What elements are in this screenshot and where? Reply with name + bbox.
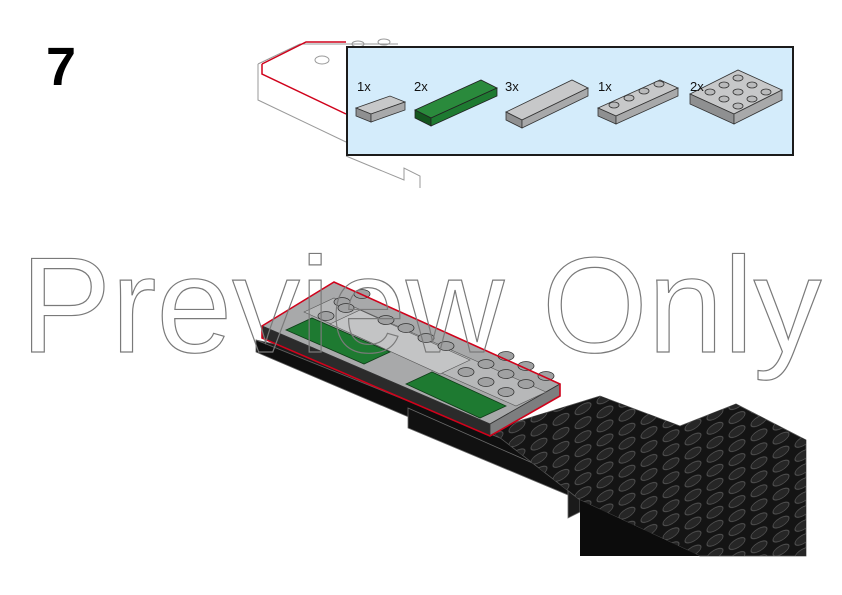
watermark-text: Preview Only: [20, 229, 821, 381]
new-parts-section: [261, 281, 561, 437]
part-quantity: 1x: [357, 79, 371, 94]
part-quantity: 2x: [414, 79, 428, 94]
black-studded-plate: [489, 395, 807, 557]
green-tile-1x4-icon: [414, 79, 498, 127]
part-quantity: 2x: [690, 79, 704, 94]
part-quantity: 3x: [505, 79, 519, 94]
step-number: 7: [46, 37, 77, 97]
part-quantity: 1x: [598, 79, 612, 94]
light-gray-plate-2x3-icon: [689, 69, 783, 125]
light-gray-tile-1x4-icon: [505, 79, 589, 129]
light-gray-plate-1x4-icon: [597, 79, 679, 125]
light-gray-tile-1x2-icon: [354, 95, 407, 123]
